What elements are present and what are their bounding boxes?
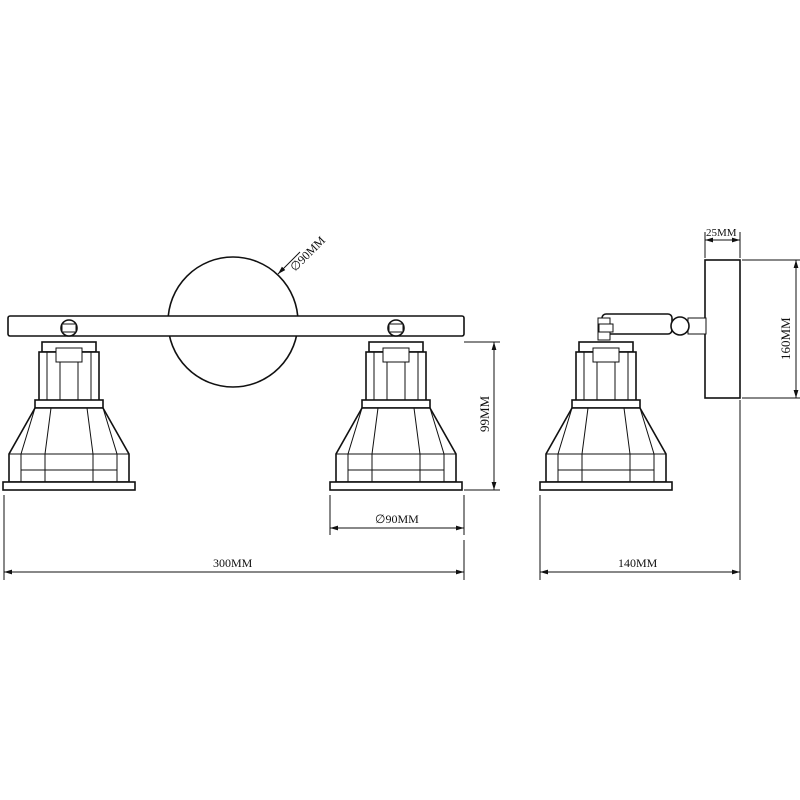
plate-height-label: 160MM: [778, 317, 793, 360]
left-spotlight-shade: [2, 323, 136, 491]
plate-thickness-label: 25MM: [706, 227, 737, 239]
total-length-label: 300MM: [213, 556, 253, 570]
side-view: 25MM 160MM 140MM: [539, 227, 800, 580]
depth-label: 140MM: [618, 556, 658, 570]
side-joint: [670, 316, 690, 336]
front-view: ∅90MM 99MM ∅90MM 300MM: [2, 233, 500, 580]
shade-height-label: 99MM: [477, 395, 492, 432]
mounting-bar: [7, 315, 465, 337]
side-wall-plate: [704, 259, 741, 399]
shade-diameter-label: ∅90MM: [375, 512, 419, 526]
plate-diameter-label: ∅90MM: [287, 233, 328, 274]
right-spotlight-shade: [329, 323, 463, 491]
side-spotlight-shade: [539, 323, 673, 491]
